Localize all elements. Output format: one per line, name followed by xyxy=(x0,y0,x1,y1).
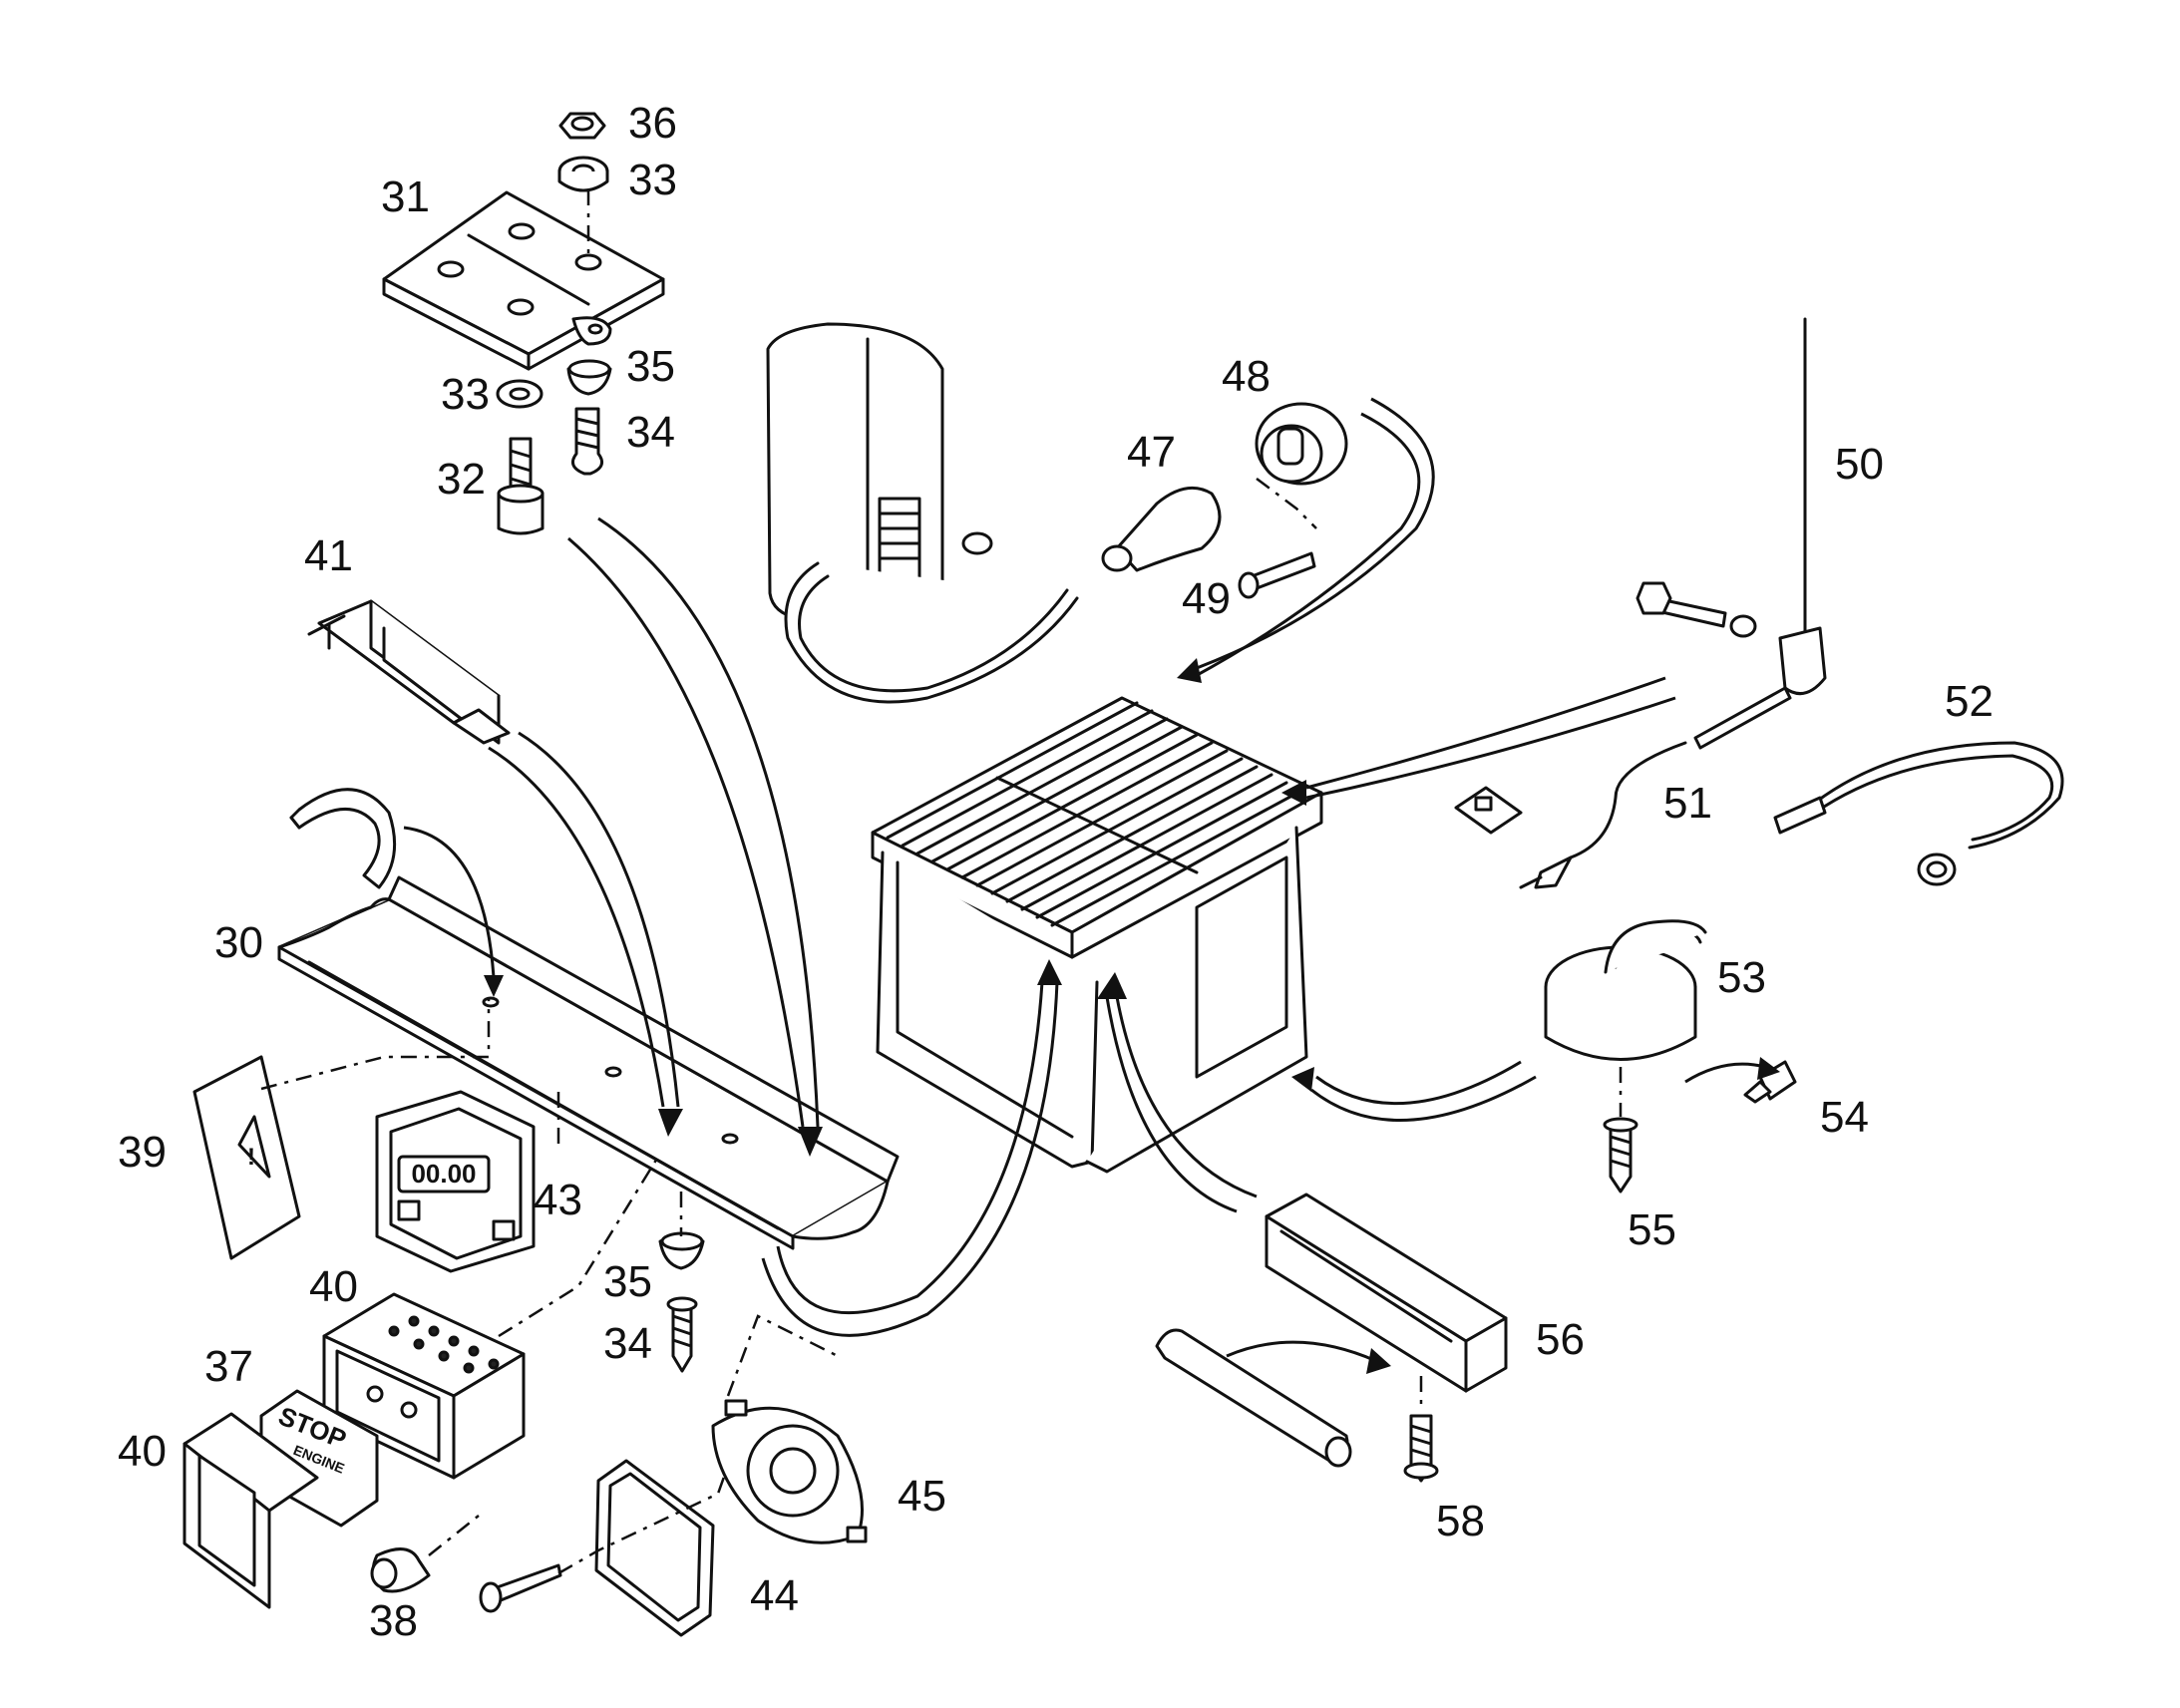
callout-36: 36 xyxy=(628,99,677,148)
callout-48: 48 xyxy=(1222,352,1271,401)
leader-45 xyxy=(726,1314,839,1397)
callout-49: 49 xyxy=(1182,574,1231,623)
callout-39: 39 xyxy=(118,1128,167,1177)
callout-53: 53 xyxy=(1717,953,1766,1002)
antenna-50 xyxy=(1693,317,1827,750)
callout-52: 52 xyxy=(1945,677,1994,726)
lamp-housing-56 xyxy=(1265,1193,1508,1393)
screw-58 xyxy=(1403,1414,1439,1483)
callout-labels: 36 33 31 35 33 34 32 41 30 39 43 40 35 3… xyxy=(118,99,1994,1645)
callout-32: 32 xyxy=(437,455,486,504)
callout-47: 47 xyxy=(1127,428,1176,477)
callout-33-bottom: 33 xyxy=(441,370,490,419)
callout-54: 54 xyxy=(1820,1093,1869,1142)
callout-35-top: 35 xyxy=(626,342,675,391)
washer-33-bottom xyxy=(496,379,544,409)
callout-43: 43 xyxy=(534,1176,582,1224)
callout-30: 30 xyxy=(214,918,263,967)
callout-40-upper: 40 xyxy=(309,1262,358,1311)
callout-34-top: 34 xyxy=(626,408,675,457)
switch-panel-40 xyxy=(322,1292,526,1480)
fitting-47 xyxy=(1101,486,1222,572)
screw-49 xyxy=(1238,551,1316,599)
callout-58: 58 xyxy=(1436,1497,1485,1545)
washer-33-top xyxy=(557,156,609,192)
clip-strip xyxy=(289,788,397,889)
callout-40-lower: 40 xyxy=(118,1427,167,1476)
callout-37: 37 xyxy=(204,1342,253,1391)
washer-35-bottom xyxy=(658,1231,705,1270)
leader-44 xyxy=(557,1465,730,1575)
warning-label-39: ! xyxy=(192,1055,301,1260)
callout-45: 45 xyxy=(898,1472,946,1521)
bolt-32 xyxy=(497,437,545,535)
antenna-cable-51 xyxy=(1519,741,1687,889)
leader-39 xyxy=(260,997,491,1091)
display-digits: 00.00 xyxy=(411,1159,476,1189)
heater-hose xyxy=(784,561,1079,704)
callout-51: 51 xyxy=(1663,779,1712,828)
callout-44: 44 xyxy=(750,1571,799,1620)
clip-small xyxy=(1454,786,1523,835)
callout-34-bottom: 34 xyxy=(603,1319,652,1368)
cab-roof-slats xyxy=(886,701,1303,927)
screw-55 xyxy=(1603,1117,1638,1194)
nut-36 xyxy=(558,112,606,140)
grommet-48 xyxy=(1255,402,1348,486)
installation-arrows xyxy=(403,397,1780,1374)
bezel-40 xyxy=(182,1412,319,1609)
leader-38 xyxy=(428,1515,480,1556)
callout-50: 50 xyxy=(1835,440,1884,489)
callout-55: 55 xyxy=(1628,1205,1676,1254)
dash-rail-30 xyxy=(277,875,900,1250)
hinge-plate-31 xyxy=(382,190,665,371)
display-unit-43: 00.00 xyxy=(375,1090,536,1273)
washer-35-top xyxy=(566,359,612,396)
warning-symbol: ! xyxy=(247,1144,255,1171)
screw-34-bottom xyxy=(666,1296,698,1373)
callout-38: 38 xyxy=(369,1596,418,1645)
screw-34-top xyxy=(570,407,604,476)
coil-cable-52 xyxy=(1773,741,2064,886)
speaker-45 xyxy=(711,1399,868,1544)
bracket-41 xyxy=(307,599,511,745)
cab-frame xyxy=(871,696,1323,1174)
bulb-38 xyxy=(370,1547,431,1593)
antenna-bolt xyxy=(1635,581,1757,638)
beacon-53 xyxy=(1544,919,1707,1061)
leader-48 xyxy=(1256,478,1317,529)
callout-56: 56 xyxy=(1536,1315,1585,1364)
speaker-grille-44 xyxy=(594,1459,715,1637)
callout-31: 31 xyxy=(381,172,430,221)
callout-33-top: 33 xyxy=(628,156,677,204)
lamp-tube xyxy=(1155,1328,1352,1468)
callout-41: 41 xyxy=(304,531,353,580)
bulb-54 xyxy=(1743,1060,1797,1104)
screw-44 xyxy=(479,1563,562,1613)
callout-35-bottom: 35 xyxy=(603,1257,652,1306)
